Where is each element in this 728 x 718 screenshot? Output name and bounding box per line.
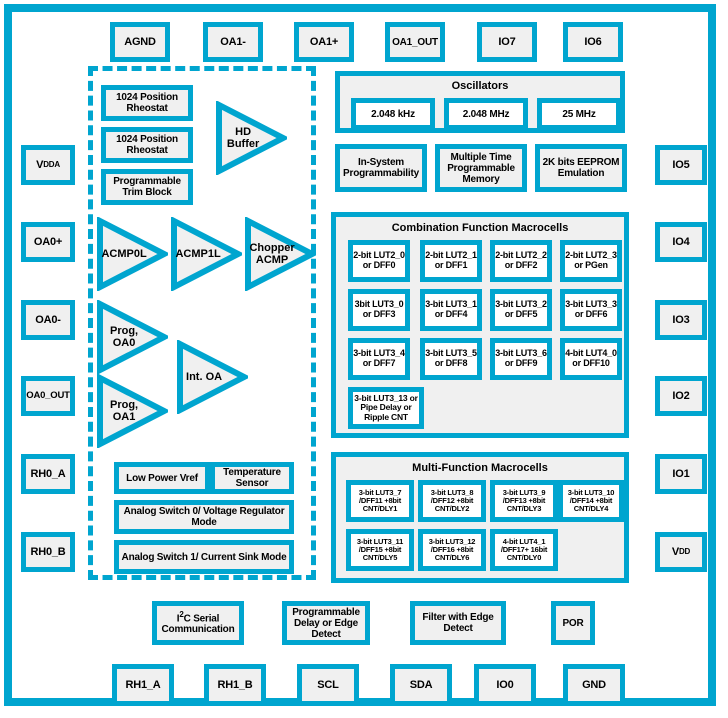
block-low-power-vref[interactable]: Low Power Vref: [114, 462, 210, 494]
block-temperature-sensor[interactable]: Temperature Sensor: [210, 462, 294, 494]
osc-2048-khz[interactable]: 2.048 kHz: [351, 98, 435, 130]
pin-oa0-plus[interactable]: OA0+: [21, 222, 75, 262]
macrocell-lut3-7[interactable]: 3-bit LUT3_7 /DFF11 +8bit CNT/DLY1: [346, 480, 414, 522]
pin-vdda-sub: DDA: [43, 159, 60, 169]
macrocell-lut3-12[interactable]: 3-bit LUT3_12 /DFF16 +8bit CNT/DLY6: [418, 529, 486, 571]
pin-io1[interactable]: IO1: [655, 454, 707, 494]
block-rheostat-0[interactable]: 1024 Position Rheostat: [101, 85, 193, 121]
amp-hd-buffer[interactable]: HD Buffer: [215, 101, 287, 175]
triangle-shape: [171, 217, 242, 291]
pin-io5[interactable]: IO5: [655, 145, 707, 185]
block-analog-switch-1[interactable]: Analog Switch 1/ Current Sink Mode: [114, 540, 294, 574]
triangle-shape: [216, 101, 287, 175]
macrocell-lut3-0[interactable]: 3bit LUT3_0 or DFF3: [348, 289, 410, 331]
macrocell-lut2-0[interactable]: 2-bit LUT2_0 or DFF0: [348, 240, 410, 282]
block-filter-with-edge-detect[interactable]: Filter with Edge Detect: [410, 601, 506, 645]
triangle-shape: [97, 217, 168, 291]
group-combination-function-macrocells: Combination Function Macrocells 2-bit LU…: [331, 212, 629, 438]
block-eeprom-emulation[interactable]: 2K bits EEPROM Emulation: [535, 144, 627, 192]
macrocell-lut4-0[interactable]: 4-bit LUT4_0 or DFF10: [560, 338, 622, 380]
block-por[interactable]: POR: [551, 601, 595, 645]
macrocell-lut3-8[interactable]: 3-bit LUT3_8 /DFF12 +8bit CNT/DLY2: [418, 480, 486, 522]
macrocell-lut3-10[interactable]: 3-bit LUT3_10 /DFF14 +8bit CNT/DLY4: [558, 480, 624, 522]
pin-rh1-a[interactable]: RH1_A: [112, 664, 174, 706]
combination-macrocells-title: Combination Function Macrocells: [391, 222, 569, 234]
pin-gnd[interactable]: GND: [563, 664, 625, 706]
pin-scl[interactable]: SCL: [297, 664, 359, 706]
pin-oa1-out[interactable]: OA1_OUT: [385, 22, 445, 62]
pin-io6[interactable]: IO6: [563, 22, 623, 62]
oscillators-title: Oscillators: [451, 80, 509, 92]
triangle-shape: [245, 217, 316, 291]
block-programmable-delay-edge-detect[interactable]: Programmable Delay or Edge Detect: [282, 601, 370, 645]
pin-io2[interactable]: IO2: [655, 376, 707, 416]
block-i2c-serial-communication[interactable]: I2C Serial Communication: [152, 601, 244, 645]
amp-acmp0l[interactable]: ACMP0L: [96, 217, 168, 291]
macrocell-lut3-13[interactable]: 3-bit LUT3_13 or Pipe Delay or Ripple CN…: [348, 387, 424, 429]
pin-rh0-a[interactable]: RH0_A: [21, 454, 75, 494]
pin-rh0-b[interactable]: RH0_B: [21, 532, 75, 572]
osc-25-mhz[interactable]: 25 MHz: [537, 98, 621, 130]
pin-vdda-base: V: [36, 158, 44, 171]
macrocell-lut3-1[interactable]: 3-bit LUT3_1 or DFF4: [420, 289, 482, 331]
macrocell-lut3-2[interactable]: 3-bit LUT3_2 or DFF5: [490, 289, 552, 331]
pin-io3[interactable]: IO3: [655, 300, 707, 340]
amp-prog-oa0[interactable]: Prog, OA0: [96, 300, 168, 374]
multi-macrocells-title: Multi-Function Macrocells: [412, 462, 548, 474]
pin-oa0-out[interactable]: OA0_OUT: [21, 376, 75, 416]
pin-rh1-b[interactable]: RH1_B: [204, 664, 266, 706]
macrocell-lut2-2[interactable]: 2-bit LUT2_2 or DFF2: [490, 240, 552, 282]
pin-io4[interactable]: IO4: [655, 222, 707, 262]
macrocell-lut3-5[interactable]: 3-bit LUT3_5 or DFF8: [420, 338, 482, 380]
osc-2048-mhz[interactable]: 2.048 MHz: [444, 98, 528, 130]
amp-chopper-acmp[interactable]: Chopper ACMP: [244, 217, 316, 291]
block-in-system-programmability[interactable]: In-System Programmability: [335, 144, 427, 192]
pin-oa1-minus[interactable]: OA1-: [203, 22, 263, 62]
group-oscillators: Oscillators 2.048 kHz 2.048 MHz 25 MHz: [335, 71, 625, 133]
amp-prog-oa1[interactable]: Prog, OA1: [96, 374, 168, 448]
block-analog-switch-0[interactable]: Analog Switch 0/ Voltage Regulator Mode: [114, 500, 294, 534]
pin-vdd-sub: DD: [678, 546, 691, 556]
pin-oa1-plus[interactable]: OA1+: [294, 22, 354, 62]
amp-int-oa[interactable]: Int. OA: [176, 340, 248, 414]
macrocell-lut3-9[interactable]: 3-bit LUT3_9 /DFF13 +8bit CNT/DLY3: [490, 480, 558, 522]
triangle-shape: [97, 300, 168, 374]
pin-sda[interactable]: SDA: [390, 664, 452, 706]
macrocell-lut2-3[interactable]: 2-bit LUT2_3 or PGen: [560, 240, 622, 282]
pin-vdd-base: V: [671, 545, 679, 558]
block-rheostat-1[interactable]: 1024 Position Rheostat: [101, 127, 193, 163]
group-multi-function-macrocells: Multi-Function Macrocells 3-bit LUT3_7 /…: [331, 452, 629, 583]
block-mtp-memory[interactable]: Multiple Time Programmable Memory: [435, 144, 527, 192]
macrocell-lut3-11[interactable]: 3-bit LUT3_11 /DFF15 +8bit CNT/DLY5: [346, 529, 414, 571]
macrocell-lut2-1[interactable]: 2-bit LUT2_1 or DFF1: [420, 240, 482, 282]
triangle-shape: [97, 374, 168, 448]
analog-domain-boundary: [88, 66, 316, 580]
pin-io0[interactable]: IO0: [474, 664, 536, 706]
macrocell-lut3-3[interactable]: 3-bit LUT3_3 or DFF6: [560, 289, 622, 331]
triangle-shape: [177, 340, 248, 414]
macrocell-lut4-1[interactable]: 4-bit LUT4_1 /DFF17+ 16bit CNT/DLY0: [490, 529, 558, 571]
amp-acmp1l[interactable]: ACMP1L: [170, 217, 242, 291]
i2c-label: I2C Serial Communication: [161, 609, 235, 636]
pin-oa0-minus[interactable]: OA0-: [21, 300, 75, 340]
pin-agnd[interactable]: AGND: [110, 22, 170, 62]
block-programmable-trim[interactable]: Programmable Trim Block: [101, 169, 193, 205]
macrocell-lut3-4[interactable]: 3-bit LUT3_4 or DFF7: [348, 338, 410, 380]
macrocell-lut3-6[interactable]: 3-bit LUT3_6 or DFF9: [490, 338, 552, 380]
pin-io7[interactable]: IO7: [477, 22, 537, 62]
